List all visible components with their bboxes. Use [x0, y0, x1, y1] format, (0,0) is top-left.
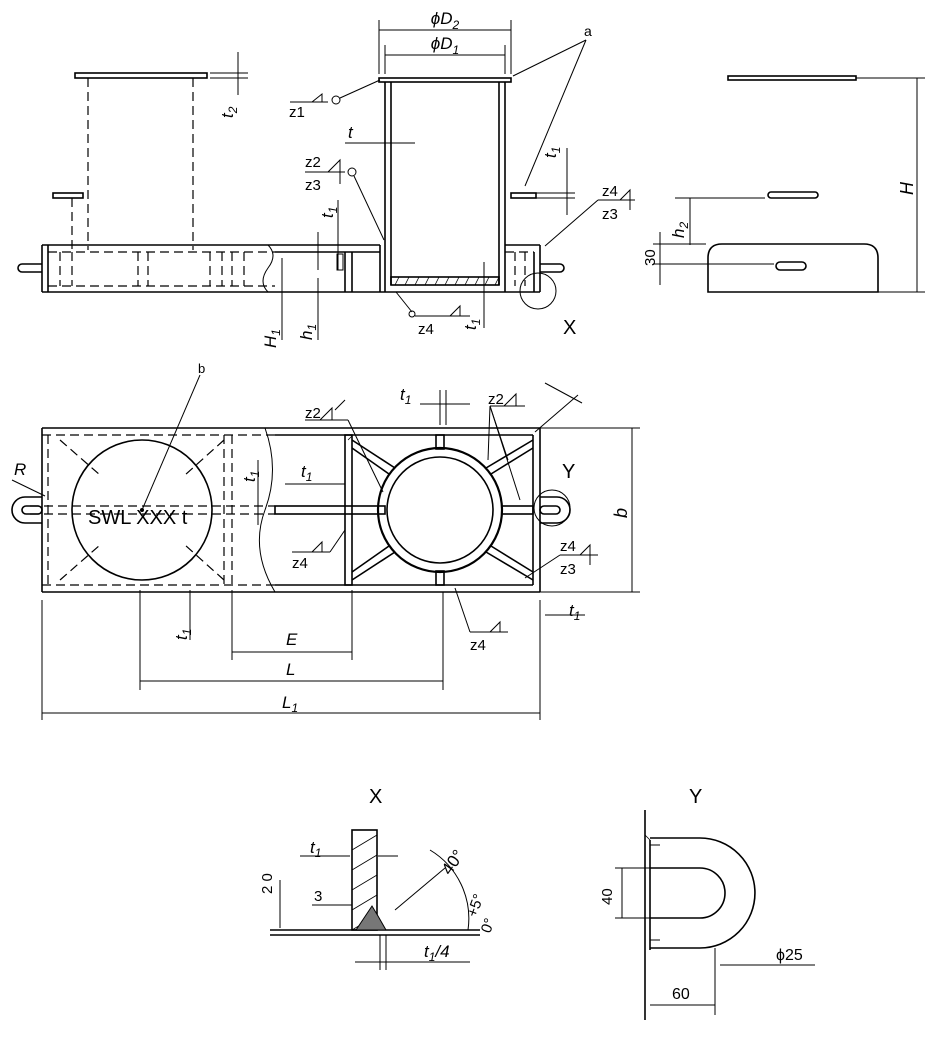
dim-t1-top: t1	[541, 147, 563, 158]
detX-t14: t1/4	[424, 942, 450, 964]
swl-marking: SWL XXX t	[88, 507, 188, 529]
weld-z2-plan-left: z2	[305, 405, 321, 422]
dim-R: R	[14, 460, 26, 479]
weld-z2-plan-right: z2	[488, 391, 504, 408]
top-plate-left	[74, 72, 208, 79]
dim-t1-bottom: t1	[461, 319, 483, 330]
dim-E: E	[286, 630, 298, 649]
weld-z3: z3	[305, 177, 321, 194]
bollard-top-circle	[71, 439, 213, 581]
weld-z4-plan-bottom: z4	[470, 637, 486, 654]
weld-z4-plan-left: z4	[292, 555, 308, 572]
dim-t2: t2	[218, 106, 240, 118]
dim-30: 30	[642, 249, 659, 266]
weld-z4-right: z4	[602, 183, 618, 200]
weld-z4-plan-right: z4	[560, 538, 576, 555]
detY-40: 40	[599, 888, 616, 905]
front-view: ϕD2 ϕD1 a t t2 t1 z1 z2 z3 t1 z4 z3 H1 h…	[17, 9, 635, 348]
dim-h1: h1	[297, 324, 319, 340]
dim-t1-plan-3: t1	[400, 385, 411, 407]
dim-t: t	[348, 123, 354, 142]
detY-25: ϕ25	[776, 947, 803, 964]
cylinder-section-outer	[376, 446, 504, 574]
detail-title-Y: Y	[689, 786, 702, 808]
plan-view: b R SWL XXX t t1 t1 t1 t1 t1 z2 z2 z4 z4…	[11, 361, 640, 720]
detX-tol0: 0°	[478, 916, 499, 935]
dim-t1-plan-4: t1	[172, 629, 194, 640]
detail-Y: Y 40 ϕ25 60	[599, 786, 815, 1020]
dim-h2: h2	[669, 222, 691, 238]
weld-z3-right: z3	[602, 206, 618, 223]
detail-X: X t1 3 2 0 t1/4 40° +5° 0°	[259, 786, 499, 970]
dim-H1: H1	[261, 329, 283, 348]
label-a: a	[584, 23, 592, 39]
dim-L: L	[286, 660, 295, 679]
weld-z1: z1	[289, 104, 305, 121]
weld-z4-bottom: z4	[418, 321, 434, 338]
detX-tol: +5°	[464, 892, 488, 920]
detail-ref-X: X	[563, 317, 576, 339]
dim-t1-mid: t1	[318, 207, 340, 218]
dim-D2: ϕD2	[431, 9, 460, 32]
detail-title-X: X	[369, 786, 382, 808]
dim-L1: L1	[282, 693, 298, 715]
cylinder-section-inner	[386, 456, 494, 564]
weld-z3-plan-right: z3	[560, 561, 576, 578]
dim-H: H	[897, 181, 917, 195]
detX-40deg: 40°	[438, 846, 468, 878]
dim-t1-plan-1: t1	[240, 471, 262, 482]
label-b: b	[198, 361, 205, 376]
dim-D1: ϕD1	[431, 34, 459, 57]
weld-z2: z2	[305, 154, 321, 171]
side-view: H h2 30	[642, 75, 925, 293]
detX-t1: t1	[310, 838, 321, 860]
dim-t1-plan-2: t1	[301, 462, 312, 484]
detail-ref-Y: Y	[562, 461, 575, 483]
detX-3: 3	[314, 888, 322, 905]
dim-t1-plan-5: t1	[569, 601, 580, 623]
dim-b: b	[611, 508, 631, 518]
detY-60: 60	[672, 986, 690, 1003]
detX-20: 2 0	[259, 873, 276, 894]
